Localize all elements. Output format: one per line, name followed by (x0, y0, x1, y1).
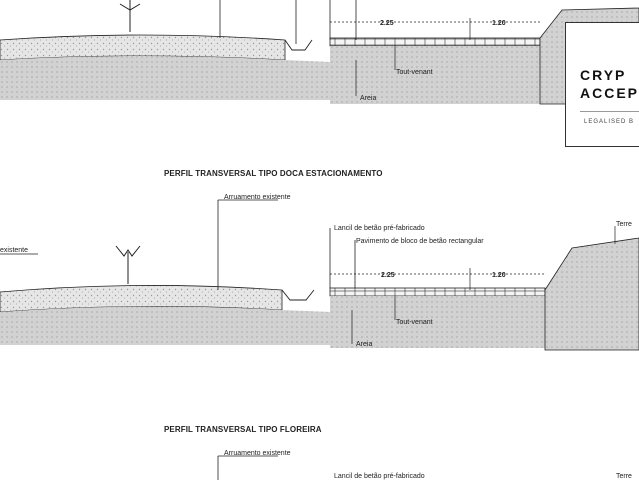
curb-notch-1 (284, 39, 313, 51)
tout-venant-2: Tout-venant (396, 319, 433, 326)
watermark-line-1: CRYP (580, 67, 627, 83)
section-3-title: PERFIL TRANSVERSAL TIPO FLOREIRA (164, 425, 322, 434)
curb-notch-2 (281, 289, 315, 301)
dim-b-2: 1.20 (492, 272, 506, 279)
subbase-1 (330, 46, 540, 104)
areia-2: Areia (356, 341, 372, 348)
existente-label-2: existente (0, 247, 28, 254)
terreno-label-2: Terre (616, 221, 632, 228)
dim-a-2: 2.25 (381, 272, 395, 279)
pavimento-label-2: Pavimento de bloco de betão rectangular (356, 238, 484, 245)
areia-1: Areia (360, 95, 376, 102)
section-2-title: PERFIL TRANSVERSAL TIPO DOCA ESTACIONAME… (164, 169, 383, 178)
ground-fill-1 (0, 56, 330, 100)
terreno-label-3: Terre (616, 473, 632, 480)
lamp-head-2 (115, 245, 141, 257)
watermark-card: CRYP ACCEP LEGALISED B (565, 22, 639, 147)
watermark-subtitle: LEGALISED B (584, 119, 635, 125)
lancil-label-3: Lancil de betão pré-fabricado (334, 473, 425, 480)
subbase-2 (330, 296, 545, 348)
lamp-head-1 (119, 3, 141, 11)
arruamento-label-3: Arruamento existente (224, 450, 291, 457)
arruamento-label-2: Arruamento existente (224, 194, 291, 201)
section-1: 2.25 1.20 Tout-venant Areia (0, 0, 639, 105)
pavement-1 (329, 37, 541, 47)
embankment-2 (544, 237, 639, 351)
ground-fill-2 (0, 306, 330, 345)
lancil-label-2: Lancil de betão pré-fabricado (334, 225, 425, 232)
tout-venant-1: Tout-venant (396, 69, 433, 76)
section-3: PERFIL TRANSVERSAL TIPO FLOREIRA Arruame… (164, 425, 632, 480)
watermark-line-2: ACCEP (580, 85, 639, 101)
pavement-2 (329, 287, 546, 297)
watermark-rule (580, 111, 639, 112)
dim-a-1: 2.25 (380, 20, 394, 27)
section-2: PERFIL TRANSVERSAL TIPO DOCA ESTACIONAME… (0, 169, 639, 351)
dim-b-1: 1.20 (492, 20, 506, 27)
